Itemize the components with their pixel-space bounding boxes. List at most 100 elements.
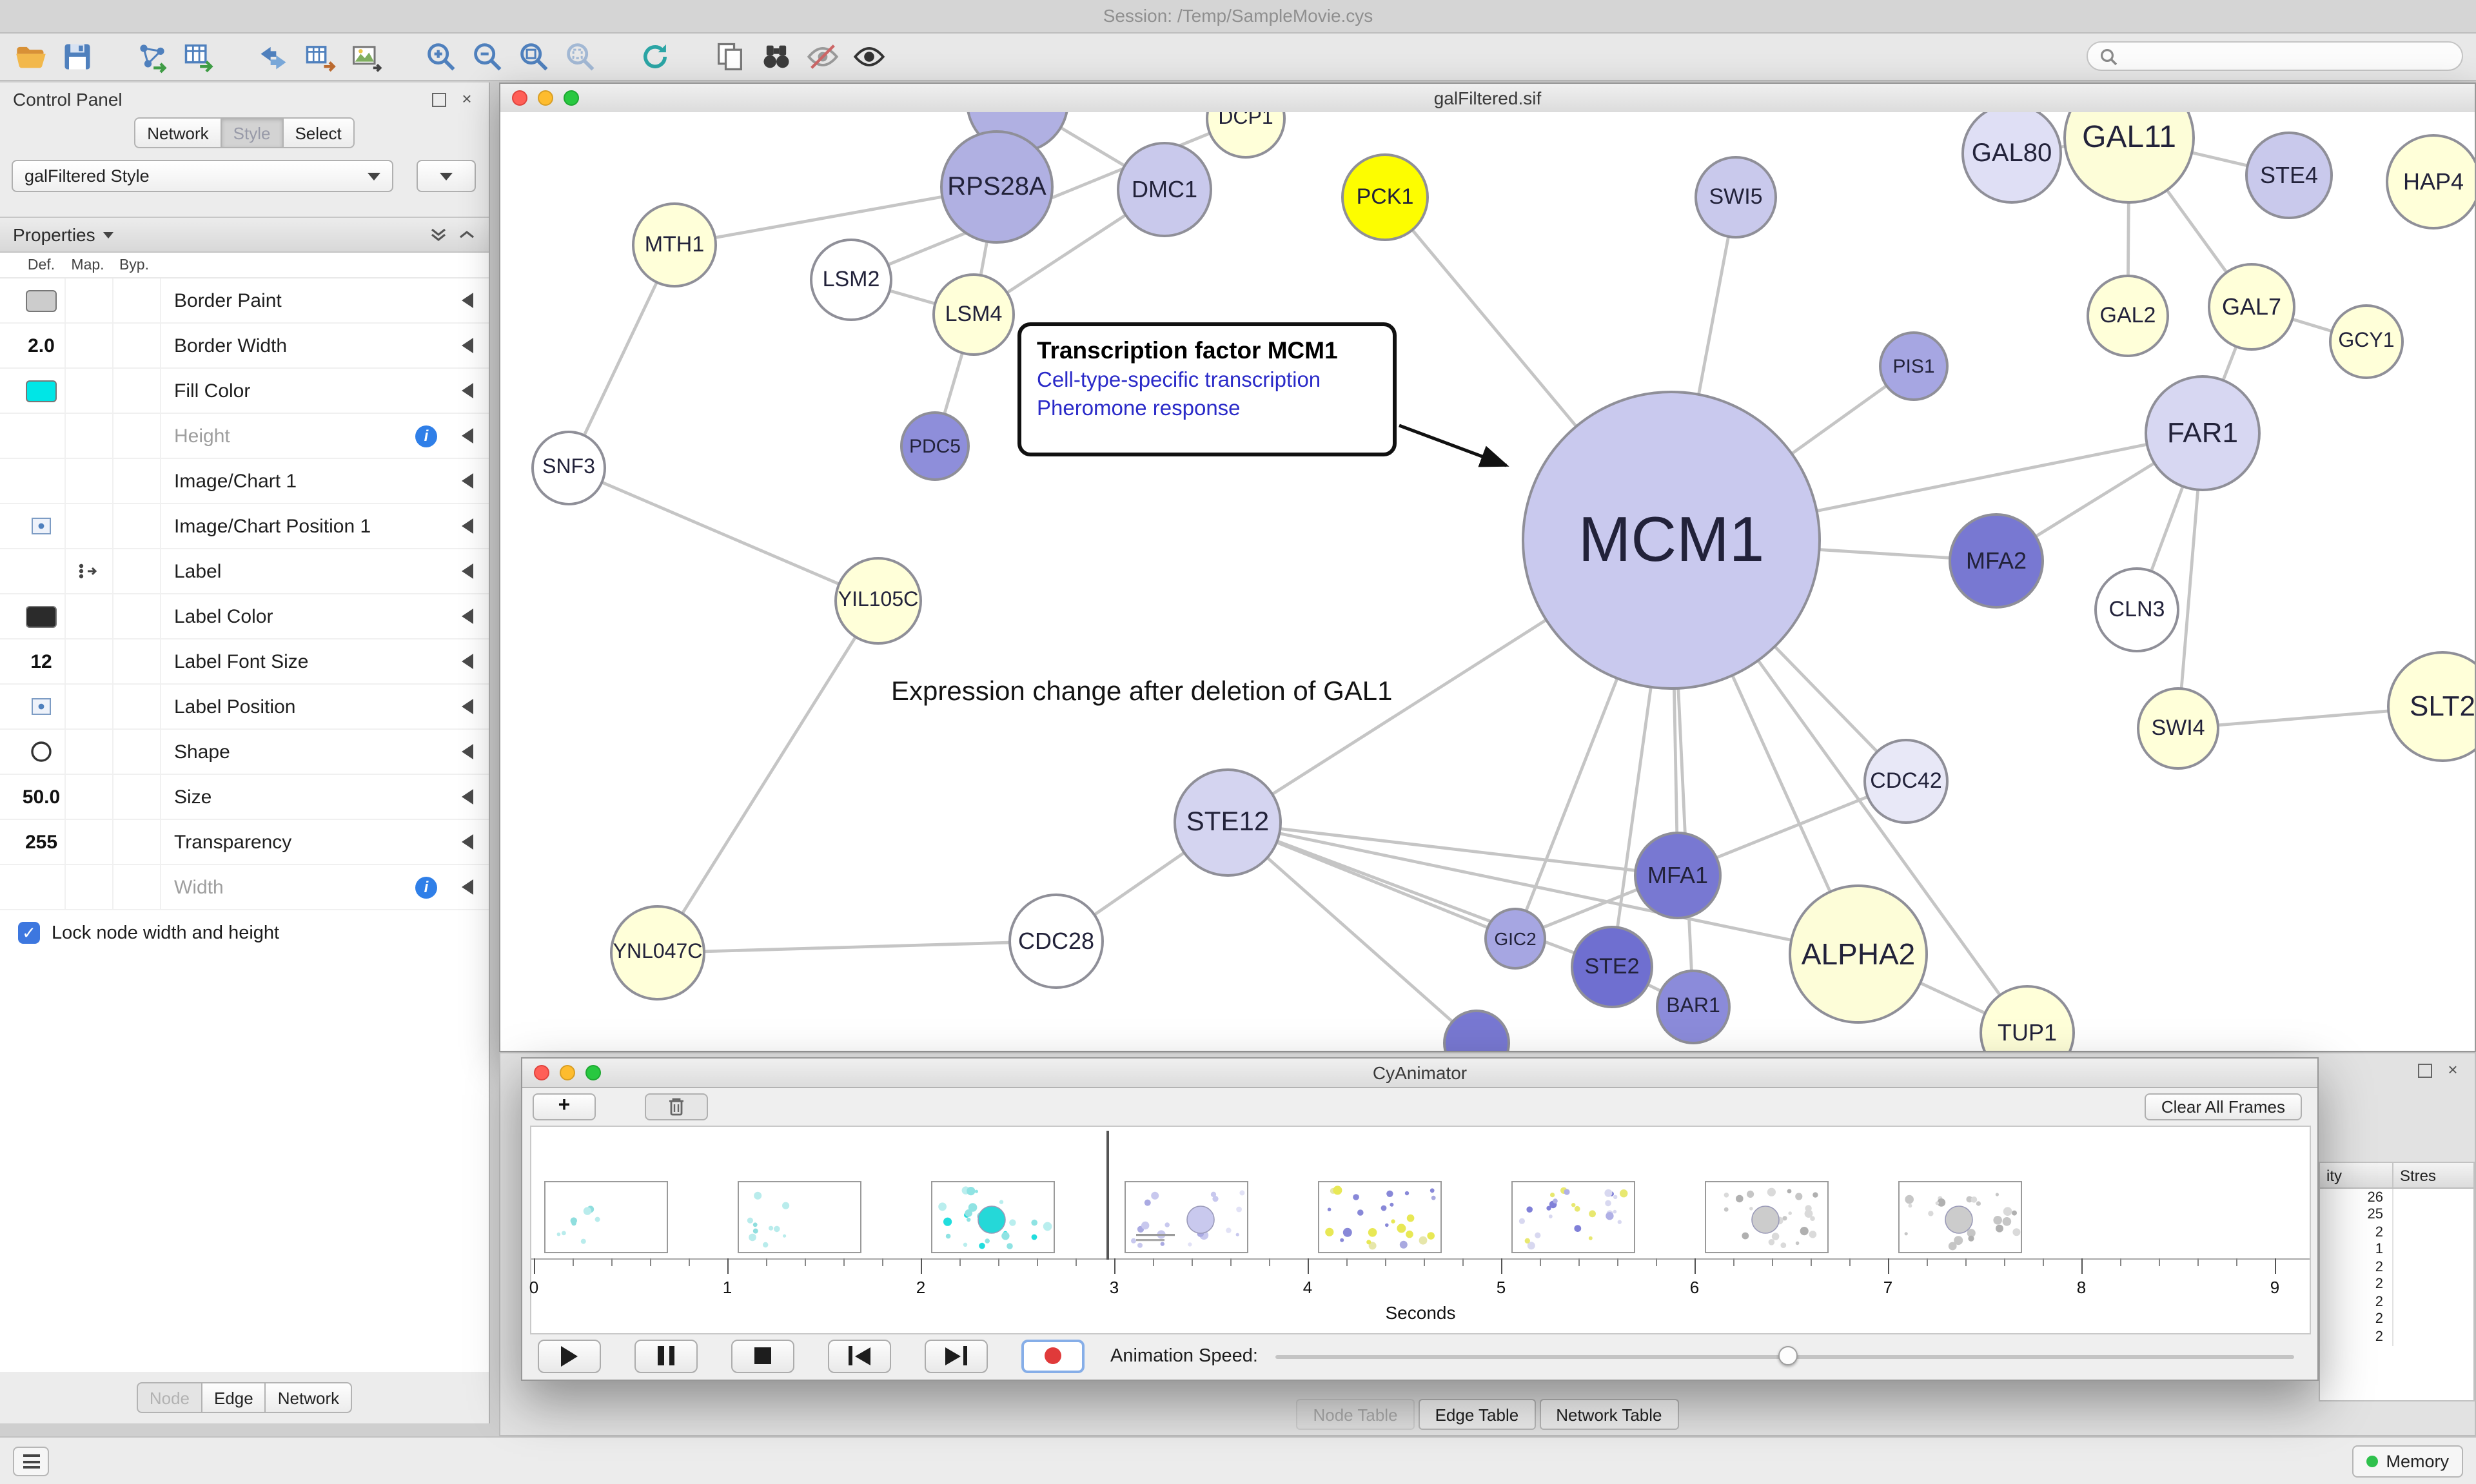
close-window-icon[interactable] (534, 1065, 549, 1080)
play-button[interactable] (538, 1339, 601, 1372)
network-node-cln3[interactable]: CLN3 (2094, 567, 2179, 652)
expand-property-icon[interactable] (462, 338, 473, 353)
timeline-frame-4[interactable] (1318, 1181, 1442, 1253)
bypass-value-cell[interactable] (113, 324, 161, 367)
style-options-button[interactable] (417, 160, 476, 192)
hide-selected-button[interactable] (800, 37, 846, 76)
export-network-button[interactable] (250, 37, 297, 76)
style-property-row[interactable]: Label Position (0, 685, 489, 730)
mapping-value-cell[interactable] (66, 278, 113, 322)
bypass-value-cell[interactable] (113, 865, 161, 909)
timeline-frame-5[interactable] (1511, 1181, 1635, 1253)
float-panel-icon[interactable] (432, 92, 446, 106)
network-node-dmc1[interactable]: DMC1 (1117, 142, 1212, 237)
annotation-box[interactable]: Transcription factor MCM1 Cell-type-spec… (1017, 322, 1397, 456)
table-row[interactable]: 26 (2320, 1189, 2473, 1206)
expand-property-icon[interactable] (462, 383, 473, 398)
bypass-value-cell[interactable] (113, 369, 161, 413)
table-row[interactable]: 2 (2320, 1328, 2473, 1345)
network-node-pis1[interactable]: PIS1 (1879, 331, 1949, 401)
copy-view-button[interactable] (707, 37, 753, 76)
collapse-all-icon[interactable] (458, 226, 476, 244)
expand-property-icon[interactable] (462, 879, 473, 895)
memory-button[interactable]: Memory (2352, 1445, 2463, 1478)
network-node-bar1[interactable]: BAR1 (1656, 970, 1731, 1044)
refresh-view-button[interactable] (632, 37, 678, 76)
network-node-snf3[interactable]: SNF3 (531, 431, 606, 505)
mapping-value-cell[interactable] (66, 730, 113, 774)
style-property-row[interactable]: Image/Chart Position 1 (0, 504, 489, 549)
default-value-cell[interactable] (18, 459, 66, 503)
expand-all-icon[interactable] (429, 226, 447, 244)
skip-to-start-button[interactable] (828, 1339, 891, 1372)
zoom-out-button[interactable] (464, 37, 511, 76)
float-panel-icon[interactable] (2418, 1063, 2432, 1077)
network-node-sst2[interactable] (1443, 1010, 1510, 1051)
style-property-row[interactable]: Fill Color (0, 369, 489, 414)
network-node-gcy1[interactable]: GCY1 (2329, 304, 2404, 379)
tab-node-table[interactable]: Node Table (1296, 1399, 1415, 1430)
bypass-value-cell[interactable] (113, 278, 161, 322)
annotation-link[interactable]: Pheromone response (1037, 397, 1241, 420)
tab-network[interactable]: Network (134, 117, 222, 148)
mapping-value-cell[interactable] (66, 820, 113, 864)
timeline-frame-7[interactable] (1898, 1181, 2022, 1253)
bypass-value-cell[interactable] (113, 775, 161, 819)
network-edge[interactable] (656, 600, 880, 954)
export-table-button[interactable] (297, 37, 343, 76)
network-node-alpha2[interactable]: ALPHA2 (1789, 884, 1928, 1024)
style-selector[interactable]: galFiltered Style (12, 160, 393, 192)
timeline-playhead[interactable] (1106, 1131, 1109, 1260)
timeline-frame-3[interactable] (1125, 1181, 1248, 1253)
table-row[interactable]: 2 (2320, 1311, 2473, 1328)
bypass-value-cell[interactable] (113, 594, 161, 638)
table-row[interactable]: 1 (2320, 1241, 2473, 1258)
expand-property-icon[interactable] (462, 654, 473, 669)
table-row[interactable]: 2 (2320, 1258, 2473, 1276)
network-node-gal2[interactable]: GAL2 (2087, 275, 2169, 357)
expand-property-icon[interactable] (462, 789, 473, 805)
bypass-value-cell[interactable] (113, 685, 161, 728)
annotation-link[interactable]: Cell-type-specific transcription (1037, 369, 1321, 392)
default-value-cell[interactable] (18, 278, 66, 322)
zoom-selected-button[interactable] (557, 37, 604, 76)
network-node-swi5[interactable]: SWI5 (1695, 156, 1777, 239)
properties-header[interactable]: Properties (0, 218, 489, 253)
search-input[interactable] (2125, 45, 2450, 67)
bypass-value-cell[interactable] (113, 459, 161, 503)
save-session-button[interactable] (54, 37, 101, 76)
search-network-button[interactable] (753, 37, 800, 76)
import-table-button[interactable] (175, 37, 222, 76)
timeline-frame-0[interactable] (544, 1181, 668, 1253)
expand-property-icon[interactable] (462, 834, 473, 850)
tab-node[interactable]: Node (136, 1382, 202, 1413)
timeline-frame-2[interactable] (931, 1181, 1055, 1253)
network-node-rps28a[interactable]: RPS28A (940, 130, 1054, 244)
expand-property-icon[interactable] (462, 428, 473, 444)
network-node-gal11[interactable]: GAL11 (2063, 112, 2195, 204)
expand-property-icon[interactable] (462, 473, 473, 489)
network-node-pdc5[interactable]: PDC5 (900, 411, 970, 481)
table-row[interactable]: 2 (2320, 1293, 2473, 1311)
stop-button[interactable] (731, 1339, 794, 1372)
mapping-value-cell[interactable] (66, 369, 113, 413)
network-node-mth1[interactable]: MTH1 (632, 202, 717, 288)
default-value-cell[interactable]: 255 (18, 820, 66, 864)
bypass-value-cell[interactable] (113, 639, 161, 683)
default-value-cell[interactable] (18, 594, 66, 638)
network-node-cdc28[interactable]: CDC28 (1008, 893, 1104, 989)
network-node-far1[interactable]: FAR1 (2145, 375, 2261, 491)
network-edge[interactable] (657, 939, 1057, 955)
network-node-mcm1[interactable]: MCM1 (1522, 391, 1821, 690)
style-property-row[interactable]: Border Paint (0, 278, 489, 324)
default-value-cell[interactable] (18, 549, 66, 593)
bypass-value-cell[interactable] (113, 820, 161, 864)
network-window-titlebar[interactable]: galFiltered.sif (500, 84, 2475, 113)
table-column-header[interactable]: ity (2320, 1163, 2393, 1187)
style-property-row[interactable]: Shape (0, 730, 489, 775)
network-node-ynl047c[interactable]: YNL047C (610, 905, 705, 1001)
